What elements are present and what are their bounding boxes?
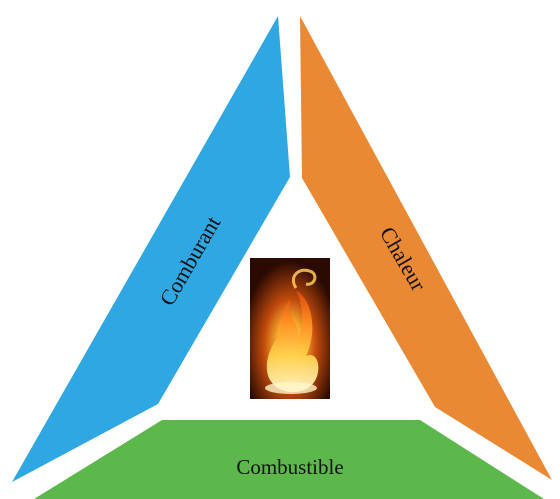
flame-curl — [291, 268, 317, 289]
combustible-label: Combustible — [236, 455, 343, 479]
right-side-band — [300, 16, 552, 480]
flame-base-glow — [265, 382, 317, 394]
flame-shape — [266, 290, 319, 393]
base-band — [34, 420, 544, 499]
flame-image — [250, 258, 330, 399]
left-side-band — [12, 16, 290, 482]
